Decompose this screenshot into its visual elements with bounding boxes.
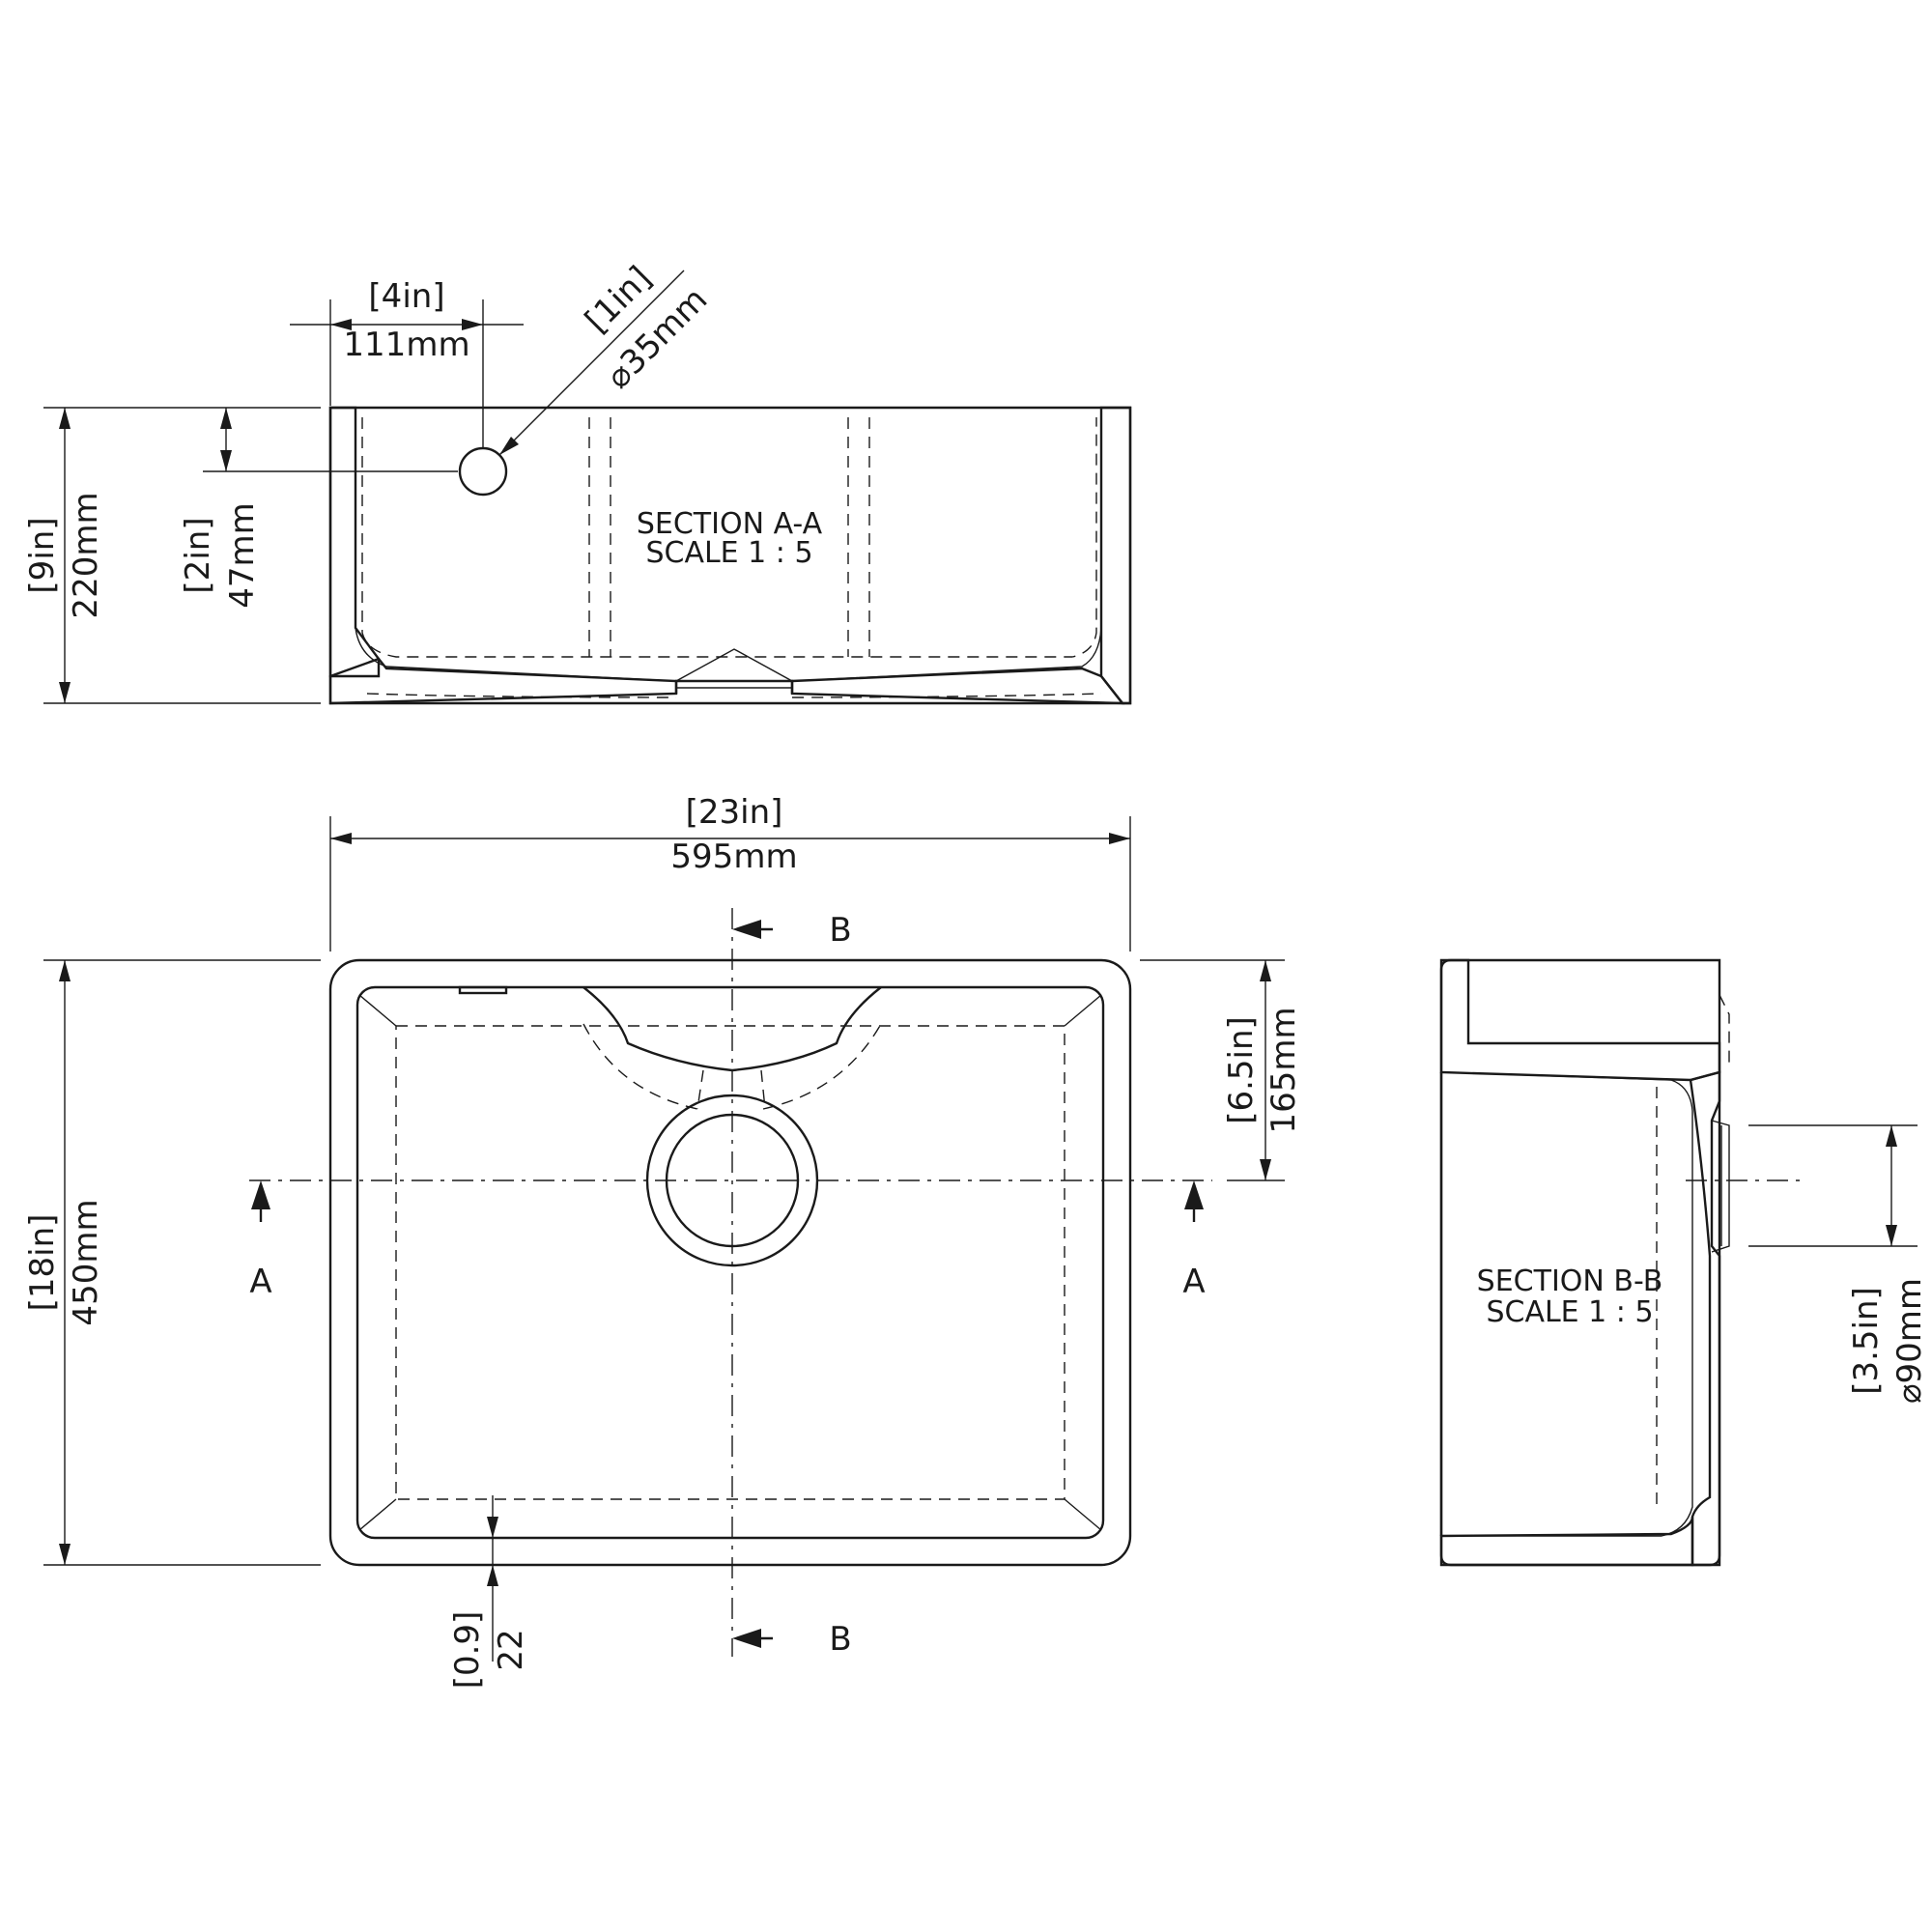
dim-waste-dia-mm: ⌀90mm xyxy=(1890,1278,1929,1404)
dim-overflow-offset-mm: 111mm xyxy=(343,326,469,364)
dim-depth-in: [18in] xyxy=(23,1214,62,1312)
cut-label-b-bottom: B xyxy=(829,1620,851,1659)
dim-aa-height-mm: 220mm xyxy=(67,492,105,618)
section-a-a-right-wall xyxy=(1099,406,1132,705)
plan-view: A A B B [23in] 595mm [18in] 450mm [6.5i xyxy=(23,793,1303,1689)
dim-waste-offset-in: [6.5in] xyxy=(1222,1016,1261,1124)
dim-aa-height-in: [9in] xyxy=(23,517,62,593)
section-a-a-title: SECTION A-A xyxy=(637,507,823,541)
dim-overflow-height-mm: 47mm xyxy=(223,502,262,609)
section-a-a-scale: SCALE 1 : 5 xyxy=(645,536,812,570)
section-a-a-view: SECTION A-A SCALE 1 : 5 [4in] 111mm [1in… xyxy=(23,259,1132,705)
dim-overflow-offset-in: [4in] xyxy=(368,277,444,316)
section-b-b-outline xyxy=(1439,958,1721,1567)
section-b-b-view: SECTION B-B SCALE 1 : 5 [3.5in] ⌀90mm xyxy=(1439,958,1929,1567)
dim-wall-mm: 22 xyxy=(492,1629,530,1670)
sink-outer-rim xyxy=(328,958,1132,1567)
section-b-b-front-wall xyxy=(1689,1070,1721,1567)
dim-overflow-height-in: [2in] xyxy=(179,517,217,593)
dim-width-mm: 595mm xyxy=(670,838,797,876)
dim-depth-mm: 450mm xyxy=(67,1199,105,1325)
section-a-a-outline xyxy=(328,406,1132,705)
sink-inner-basin xyxy=(355,985,1105,1540)
overflow-hole xyxy=(458,446,508,497)
cut-label-b-top: B xyxy=(829,911,851,950)
section-b-b-title: SECTION B-B xyxy=(1477,1264,1663,1298)
cut-label-a-right: A xyxy=(1182,1263,1205,1301)
section-b-b-back-wall xyxy=(1439,958,1721,1082)
section-b-b-scale: SCALE 1 : 5 xyxy=(1486,1295,1653,1329)
section-b-b-floor xyxy=(1439,1516,1694,1567)
dim-waste-dia-in: [3.5in] xyxy=(1847,1287,1886,1395)
dim-width-in: [23in] xyxy=(686,793,783,832)
section-a-a-left-wall xyxy=(328,406,381,678)
dim-wall-in: [0.9] xyxy=(448,1611,487,1690)
cut-label-a-left: A xyxy=(249,1263,271,1301)
dim-waste-offset-mm: 165mm xyxy=(1264,1007,1303,1133)
